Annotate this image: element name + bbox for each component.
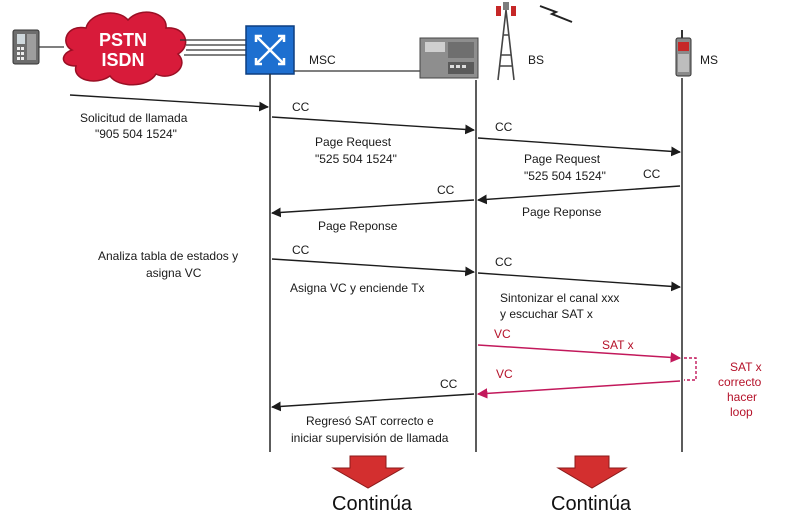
- continue-arrow-right: [556, 455, 628, 489]
- page-response-bs-msc-arrow: [271, 199, 475, 218]
- cc-label-5: CC: [292, 243, 310, 257]
- tune-channel-bs-ms-arrow: [477, 272, 681, 292]
- page-request-1-label: Page Request: [315, 135, 392, 149]
- page-response-ms-bs-arrow: [477, 185, 681, 205]
- pstn-isdn-cloud: PSTN ISDN: [62, 11, 187, 86]
- trunk-lines: [180, 39, 246, 56]
- return-label-2: iniciar supervisión de llamada: [291, 431, 449, 445]
- page-request-2-label: Page Request: [524, 152, 601, 166]
- desk-phone-icon: [12, 29, 40, 65]
- antenna-tower-icon: [496, 2, 516, 81]
- assign-vc-label: Asigna VC y enciende Tx: [290, 281, 425, 295]
- radio-signal-icon: [539, 5, 573, 23]
- sat-correct-label-3: hacer: [727, 390, 757, 404]
- sat-x-label: SAT x: [602, 338, 634, 352]
- cc-label-1: CC: [292, 100, 310, 114]
- sat-ms-bs-arrow: [476, 380, 681, 399]
- assign-vc-msc-bs-arrow: [271, 258, 475, 277]
- sat-correct-label-4: loop: [730, 405, 753, 419]
- call-request-label-2: "905 504 1524": [95, 127, 177, 141]
- msc-label: MSC: [309, 53, 336, 67]
- cloud-line-1: PSTN: [99, 30, 147, 50]
- cloud-line-2: ISDN: [101, 50, 144, 70]
- analyze-label-2: asigna VC: [146, 266, 202, 280]
- page-request-bs-ms-arrow: [477, 137, 681, 157]
- mobile-phone-icon: [675, 30, 692, 77]
- base-station-icon: [419, 37, 479, 79]
- return-sat-bs-msc-arrow: [271, 393, 475, 412]
- call-request-arrow: [69, 94, 269, 112]
- tune-label-1: Sintonizar el canal xxx: [500, 291, 619, 305]
- cc-label-3: CC: [643, 167, 661, 181]
- cc-label-2: CC: [495, 120, 513, 134]
- tune-label-2: y escuchar SAT x: [500, 307, 593, 321]
- page-response-2-label: Page Reponse: [522, 205, 602, 219]
- page-request-msc-bs-arrow: [271, 116, 475, 135]
- continue-label-right: Continúa: [551, 493, 632, 515]
- sat-correct-label-1: SAT x: [730, 360, 762, 374]
- cc-label-4: CC: [437, 183, 455, 197]
- return-label-1: Regresó SAT correcto e: [306, 414, 434, 428]
- sat-bs-ms-arrow: [477, 344, 682, 363]
- bs-label: BS: [528, 53, 544, 67]
- sat-correct-label-2: correcto: [718, 375, 762, 389]
- continue-arrow-left: [331, 455, 405, 489]
- msc-switch-icon: [245, 25, 295, 75]
- sat-loop-bracket: [684, 357, 697, 381]
- page-request-2-number: "525 504 1524": [524, 169, 606, 183]
- lifelines: [269, 74, 683, 452]
- cc-label-6: CC: [495, 255, 513, 269]
- continue-label-left: Continúa: [332, 493, 413, 515]
- ms-label: MS: [700, 53, 718, 67]
- call-request-label-1: Solicitud de llamada: [80, 111, 188, 125]
- vc-label-1: VC: [494, 327, 511, 341]
- vc-label-2: VC: [496, 367, 513, 381]
- page-response-1-label: Page Reponse: [318, 219, 398, 233]
- analyze-label-1: Analiza tabla de estados y: [98, 249, 238, 263]
- cc-label-7: CC: [440, 377, 458, 391]
- page-request-1-number: "525 504 1524": [315, 152, 397, 166]
